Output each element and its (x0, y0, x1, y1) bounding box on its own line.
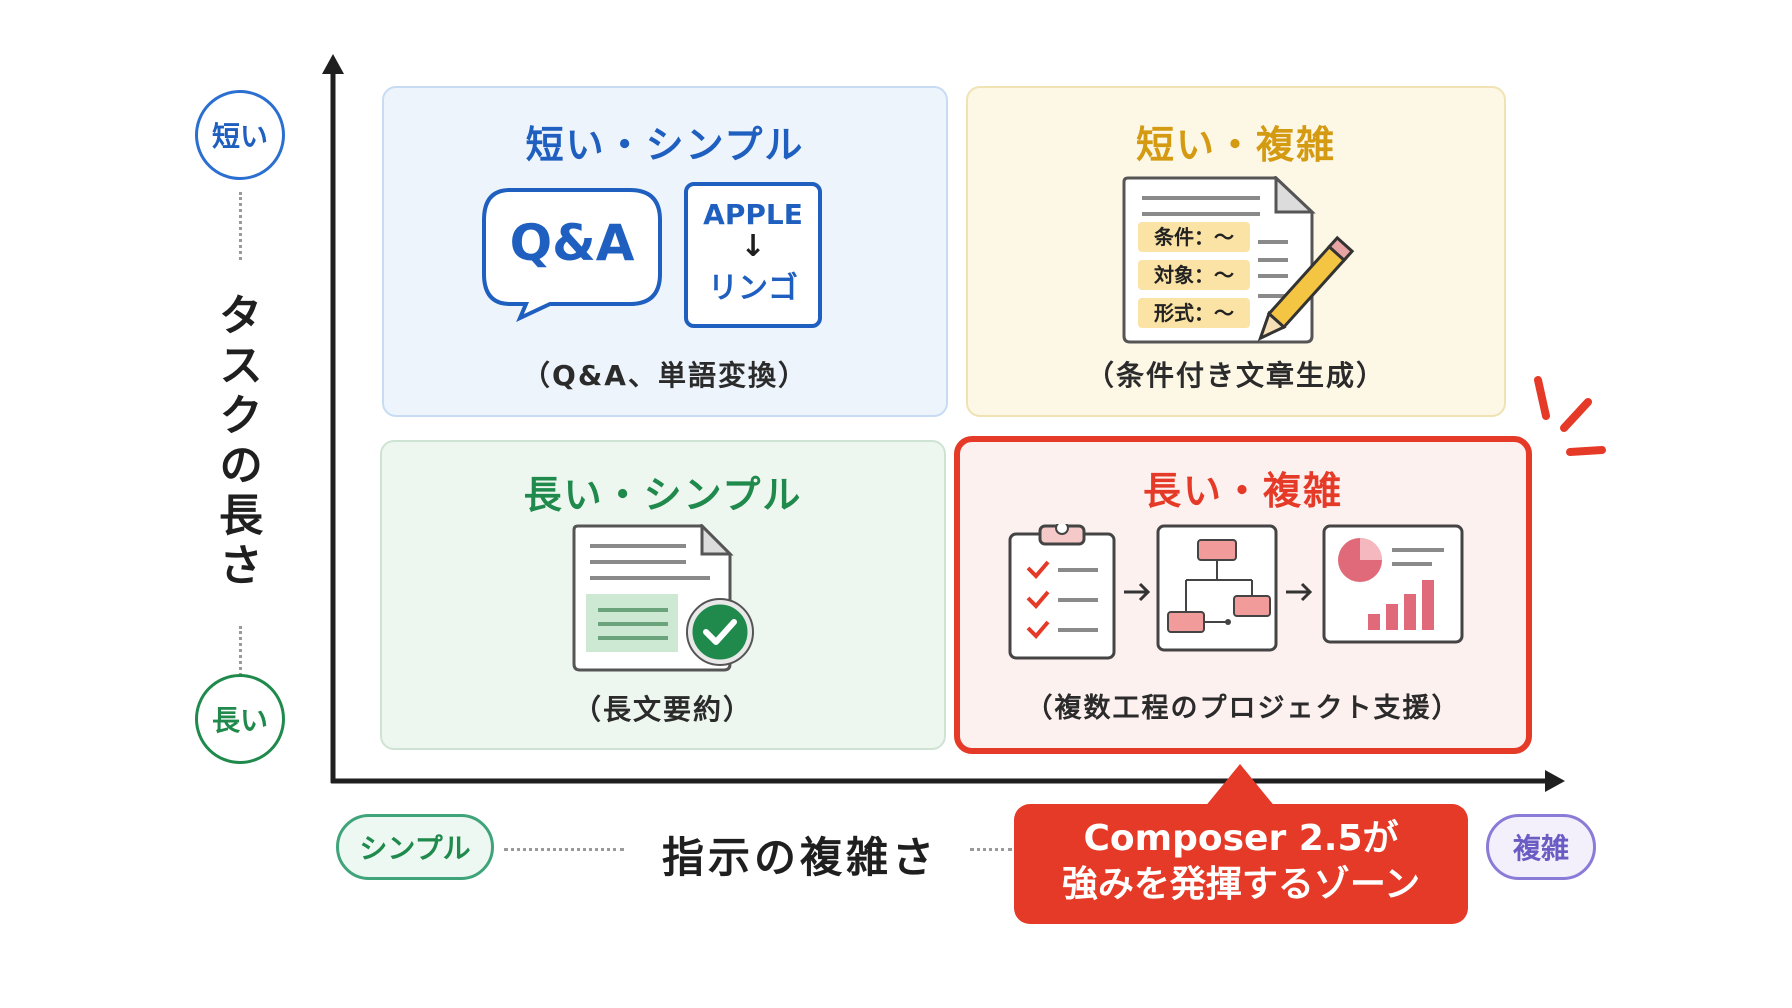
y-axis-title: タスクの長さ (211, 292, 262, 592)
arrow-right-icon (1124, 582, 1151, 602)
condition-row-1: 条件：〜 (1138, 222, 1250, 252)
clipboard-checklist-icon (1008, 524, 1116, 660)
speech-bubble-text: Q&A (509, 214, 635, 272)
quadrant-short-simple: 短い・シンプル Q&A APPLE ↓ リンゴ （Q&A、単語変換） (382, 86, 948, 417)
callout-pointer (1204, 764, 1276, 808)
quadrant-long-simple-caption: （長文要約） (572, 693, 753, 726)
quadrant-short-simple-title: 短い・シンプル (525, 123, 805, 167)
y-axis-bottom-label: 長い (211, 704, 268, 737)
y-axis-top-dots (239, 192, 242, 260)
quadrant-short-simple-caption: （Q&A、単語変換） (522, 359, 808, 392)
workflow-icons (1008, 524, 1464, 660)
x-axis-title: 指示の複雑さ (661, 833, 938, 882)
callout-box: Composer 2.5が 強みを発揮するゾーン (1014, 804, 1468, 924)
pencil-icon (1257, 235, 1355, 342)
callout-line-2: 強みを発揮するゾーン (1061, 864, 1421, 905)
quadrant-long-complex-title: 長い・複雑 (1142, 469, 1343, 513)
speech-bubble-icon (482, 188, 662, 322)
condition-row-2: 対象：〜 (1138, 260, 1250, 290)
y-axis-top-label: 短い (211, 120, 268, 153)
x-axis-left-dots (504, 848, 624, 851)
x-axis-right-label: 複雑 (1512, 832, 1569, 865)
arrow-right-icon-2 (1286, 582, 1313, 602)
x-axis-arrowhead (1545, 770, 1565, 792)
quadrant-long-simple: 長い・シンプル （長文要約） (380, 440, 946, 750)
x-axis-right-dots (970, 848, 1012, 851)
quadrant-long-simple-title: 長い・シンプル (523, 473, 803, 517)
quadrant-long-complex: 長い・複雑 (954, 436, 1532, 754)
report-chart-icon (1322, 524, 1464, 644)
emphasis-burst-icon (1534, 376, 1606, 456)
translation-card-target: リンゴ (708, 271, 798, 306)
x-axis-left-badge: シンプル (336, 814, 494, 880)
y-axis-top-badge: 短い (195, 90, 285, 180)
x-axis-line (331, 770, 1565, 792)
translation-card-source: APPLE (703, 198, 803, 231)
y-axis-line (322, 54, 344, 783)
flowchart-icon (1156, 524, 1278, 652)
quadrant-short-complex-title: 短い・複雑 (1135, 123, 1336, 167)
y-axis-bottom-badge: 長い (195, 674, 285, 764)
summary-document-icon (572, 524, 754, 672)
translation-card-arrow: ↓ (740, 229, 766, 264)
x-axis-right-badge: 複雑 (1486, 814, 1596, 880)
y-axis-bottom-dots (239, 626, 242, 682)
quadrant-short-complex: 短い・複雑 条件：〜 対象：〜 形式：〜 （条件付き文章生成） (966, 86, 1506, 417)
y-axis-arrowhead (322, 54, 344, 74)
x-axis-left-label: シンプル (359, 832, 471, 865)
check-circle-icon (686, 598, 754, 666)
quadrant-long-complex-caption: （複数工程のプロジェクト支援） (1025, 693, 1461, 724)
quadrant-short-complex-caption: （条件付き文章生成） (1085, 359, 1386, 392)
translation-card: APPLE ↓ リンゴ (684, 182, 822, 328)
callout-line-1: Composer 2.5が (1083, 818, 1399, 859)
condition-row-3: 形式：〜 (1138, 298, 1250, 328)
